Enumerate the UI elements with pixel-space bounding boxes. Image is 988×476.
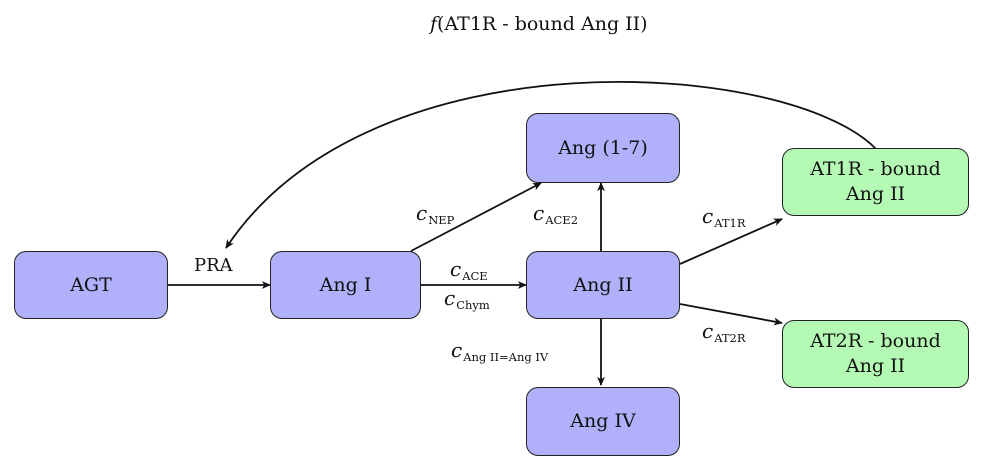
- node-at1r-bound-line-1: AT1R - bound: [810, 158, 941, 181]
- node-ang-1-7-label: Ang (1-7): [558, 136, 648, 159]
- edge-feedback: [225, 81, 877, 249]
- edge-ang2-at2r: [679, 303, 783, 326]
- label-feedback: f(AT1R - bound Ang II): [430, 13, 648, 35]
- node-agt: AGT: [14, 251, 168, 319]
- label-c-ace2: cACE2: [533, 201, 579, 227]
- label-c-chym: cChym: [444, 286, 490, 312]
- node-at1r-bound-line-2: Ang II: [845, 183, 906, 205]
- node-ang-iv-label: Ang IV: [570, 410, 636, 433]
- node-ang-1-7: Ang (1-7): [526, 113, 680, 183]
- edge-ang2-at1r: [679, 218, 783, 265]
- label-pra: PRA: [194, 255, 233, 276]
- label-c-at2r: cAT2R: [702, 319, 746, 345]
- label-c-ang2-ang4: cAng II=Ang IV: [451, 338, 549, 364]
- label-c-nep: cNEP: [416, 201, 455, 227]
- node-ang-ii-label: Ang II: [573, 273, 633, 296]
- node-agt-label: AGT: [70, 273, 112, 296]
- node-ang-i: Ang I: [270, 251, 421, 319]
- node-ang-ii: Ang II: [526, 251, 680, 319]
- node-at2r-bound-line-2: Ang II: [845, 355, 906, 377]
- node-at2r-bound-line-1: AT2R - bound: [810, 330, 941, 353]
- label-c-at1r: cAT1R: [702, 204, 746, 230]
- node-ang-i-label: Ang I: [319, 273, 372, 296]
- node-at1r-bound: AT1R - bound Ang II: [782, 148, 969, 216]
- label-c-ace: cACE: [450, 257, 488, 283]
- node-ang-iv: Ang IV: [526, 387, 680, 456]
- node-at2r-bound: AT2R - bound Ang II: [782, 320, 969, 388]
- edge-ang1-ang17: [410, 182, 542, 252]
